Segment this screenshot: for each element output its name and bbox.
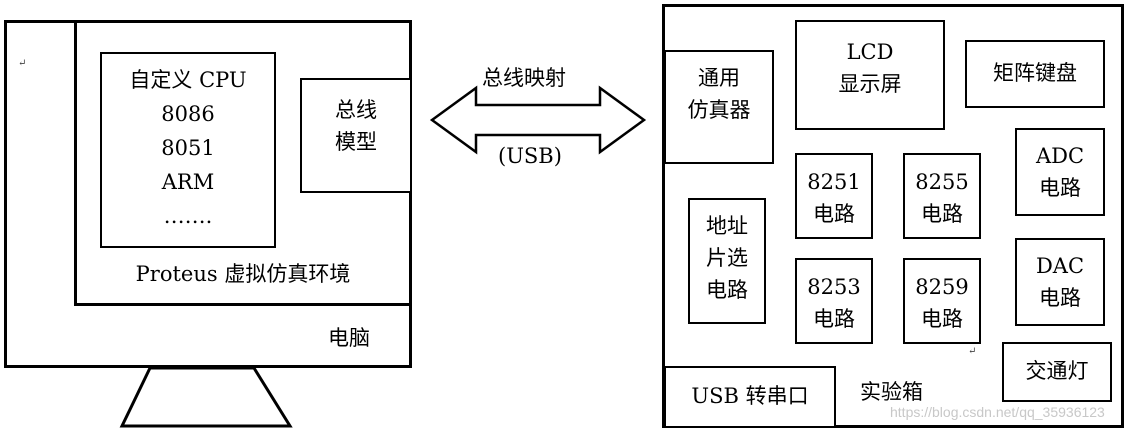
chip-8253-box xyxy=(795,258,873,344)
environment-label: Proteus 虚拟仿真环境 xyxy=(135,262,351,286)
lcd-label: LCD 显示屏 xyxy=(795,36,945,100)
adc-line: 电路 xyxy=(1039,176,1081,200)
address-select-box xyxy=(688,198,766,324)
chip-8259-line: 8259 xyxy=(915,275,969,299)
emulator-label: 通用 仿真器 xyxy=(664,62,774,126)
address-line: 片选 xyxy=(706,246,748,270)
traffic-light-box xyxy=(1002,342,1112,402)
chip-8255-line: 电路 xyxy=(921,202,963,226)
traffic-light-label: 交通灯 xyxy=(1025,359,1089,383)
address-line: 地址 xyxy=(706,214,748,238)
chip-8253-line: 电路 xyxy=(813,307,855,331)
adc-line: ADC xyxy=(1035,144,1085,168)
cpu-model-item: 自定义 CPU xyxy=(129,68,247,92)
usb-serial-box xyxy=(664,366,836,428)
chip-8251-line: 8251 xyxy=(807,170,861,194)
chip-8255-box xyxy=(903,153,981,239)
address-line: 电路 xyxy=(706,278,748,302)
keypad-label: 矩阵键盘 xyxy=(993,61,1077,85)
bus-model-box xyxy=(300,78,412,193)
chip-8253-label: 8253 电路 xyxy=(795,271,873,335)
chip-8255-label: 8255 电路 xyxy=(903,166,981,230)
lcd-box xyxy=(795,20,945,130)
paragraph-mark: ↵ xyxy=(968,346,977,357)
usb-serial-label: USB 转串口 xyxy=(691,384,809,408)
chip-8259-line: 电路 xyxy=(921,307,963,331)
bus-model-line: 模型 xyxy=(335,130,377,154)
watermark: https://blog.csdn.net/qq_35936123 xyxy=(890,404,1105,420)
chip-8251-label: 8251 电路 xyxy=(795,166,873,230)
cpu-model-item: 8051 xyxy=(161,136,215,160)
cpu-model-list xyxy=(100,52,276,248)
chip-8259-box xyxy=(903,258,981,344)
lcd-line: LCD xyxy=(846,40,894,64)
chip-8251-line: 电路 xyxy=(813,202,855,226)
lcd-line: 显示屏 xyxy=(838,72,902,96)
usb-label: (USB) xyxy=(498,144,562,168)
emulator-line: 通用 xyxy=(698,66,740,90)
experiment-box-label: 实验箱 xyxy=(860,380,923,404)
cpu-model-item: 8086 xyxy=(161,102,215,126)
dac-box xyxy=(1015,238,1105,326)
adc-label: ADC 电路 xyxy=(1015,140,1105,204)
chip-8255-line: 8255 xyxy=(915,170,969,194)
emulator-box xyxy=(664,50,774,164)
bus-mapping-label: 总线映射 xyxy=(482,66,566,90)
bus-model-line: 总线 xyxy=(335,98,377,122)
bus-model-label: 总线 模型 xyxy=(300,94,412,158)
keypad-box xyxy=(965,40,1105,108)
emulator-line: 仿真器 xyxy=(687,98,751,122)
dac-line: DAC xyxy=(1035,254,1085,278)
chip-8259-label: 8259 电路 xyxy=(903,271,981,335)
paragraph-mark: ↵ xyxy=(18,58,27,69)
chip-8251-box xyxy=(795,153,873,239)
cpu-model-item: ……. xyxy=(163,204,213,228)
address-select-label: 地址 片选 电路 xyxy=(688,210,766,306)
dac-line: 电路 xyxy=(1039,286,1081,310)
cpu-model-lines: 自定义 CPU 8086 8051 ARM ……. xyxy=(100,64,276,232)
computer-label: 电脑 xyxy=(328,326,370,350)
cpu-model-item: ARM xyxy=(161,170,215,194)
adc-box xyxy=(1015,128,1105,216)
dac-label: DAC 电路 xyxy=(1015,250,1105,314)
chip-8253-line: 8253 xyxy=(807,275,861,299)
